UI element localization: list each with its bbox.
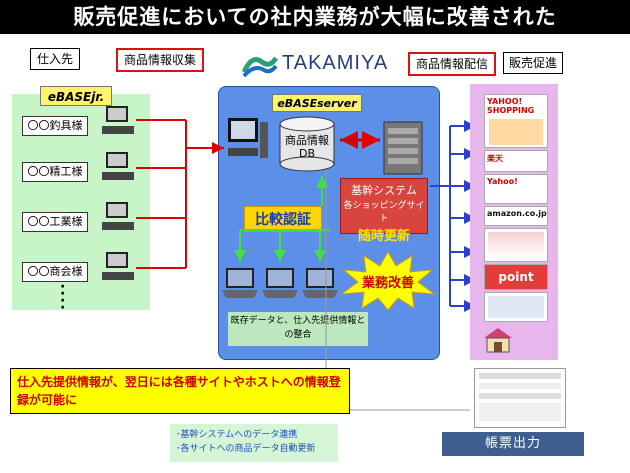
report-line (479, 393, 561, 399)
core-system-title: 基幹システム (351, 184, 417, 197)
laptop-icon (262, 268, 298, 298)
key-result-callout: 仕入先提供情報が、翌日には各種サイトやホストへの情報登録が可能に (10, 368, 350, 414)
mainframe-server-icon (383, 121, 423, 175)
site-yahoo-shopping-label: YAHOO! SHOPPING (487, 97, 535, 115)
report-table (479, 403, 561, 421)
site-rakuten-label: 楽天 (487, 154, 503, 163)
server-pc-icon (228, 118, 268, 158)
comparison-auth-box: 比較認証 (244, 206, 322, 232)
page-title: 販売促進においての社内業務が大幅に改善された (0, 0, 630, 34)
bullet-item: ･基幹システムへのデータ連携 (176, 430, 298, 440)
ebase-server-label: eBASEserver (272, 94, 362, 112)
site-rakuten[interactable]: 楽天 (484, 150, 548, 172)
core-system-subtitle: 各ショッピングサイト (343, 201, 425, 224)
report-line (479, 373, 561, 379)
site-point-label: point (498, 270, 534, 284)
site-generic[interactable] (484, 292, 548, 322)
starburst-icon (340, 250, 436, 311)
supplier-box-4: 〇〇商会様 (22, 262, 88, 282)
supplier-box-2: 〇〇精工様 (22, 162, 88, 182)
business-improvement-burst: 業務改善 (340, 250, 436, 312)
pc-icon (102, 152, 134, 180)
feature-bullets: ･基幹システムへのデータ連携 ･各サイトへの商品データ自動更新 (170, 424, 338, 462)
business-improvement-label: 業務改善 (361, 276, 414, 291)
product-db: 商品情報 DB (278, 116, 336, 172)
supplier-label: 仕入先 (30, 48, 80, 70)
product-info-collection-label: 商品情報収集 (116, 48, 204, 72)
core-system-update: 随時更新 (357, 229, 410, 244)
logo-text: TAKAMIYA (282, 52, 389, 74)
more-dots: ···· (60, 279, 66, 316)
takamiya-logo: TAKAMIYA (240, 50, 400, 80)
pc-icon (102, 202, 134, 230)
integration-note: 既存データと、仕入先提供情報との整合 (228, 312, 368, 346)
shop-icon (484, 328, 512, 353)
site-yahoo-label: Yahoo! (487, 177, 518, 186)
report-output-label: 帳票出力 (442, 432, 584, 456)
wave-logo-icon (241, 56, 279, 78)
laptop-icon (222, 268, 258, 298)
supplier-box-3: 〇〇工業様 (22, 212, 88, 232)
pc-icon (102, 252, 134, 280)
db-label-line1: 商品情報 (285, 134, 329, 147)
core-system-box: 基幹システム 各ショッピングサイト 随時更新 (340, 178, 428, 244)
site-amazon-label: amazon.co.jp (487, 209, 547, 218)
site-yahoo-shopping[interactable]: YAHOO! SHOPPING (484, 94, 548, 148)
report-line (479, 383, 561, 389)
db-label-line2: DB (298, 147, 316, 160)
site-yahoo[interactable]: Yahoo! (484, 174, 548, 204)
site-amazon[interactable]: amazon.co.jp (484, 206, 548, 226)
site-thumbnail (488, 232, 544, 258)
db-label: 商品情報 DB (278, 134, 336, 160)
site-thumbnail (489, 119, 543, 145)
supplier-box-1: 〇〇釣具様 (22, 116, 88, 136)
site-thumbnail (488, 296, 544, 318)
sales-promotion-label: 販売促進 (503, 52, 563, 74)
site-generic[interactable] (484, 228, 548, 262)
report-thumbnail (474, 368, 566, 428)
database-icon (279, 116, 335, 172)
pc-icon (102, 106, 134, 134)
site-point[interactable]: point (484, 264, 548, 290)
ebase-jr-label: eBASEjr. (40, 86, 112, 106)
product-info-distribution-label: 商品情報配信 (408, 52, 496, 76)
bullet-item: ･各サイトへの商品データ自動更新 (176, 444, 316, 454)
